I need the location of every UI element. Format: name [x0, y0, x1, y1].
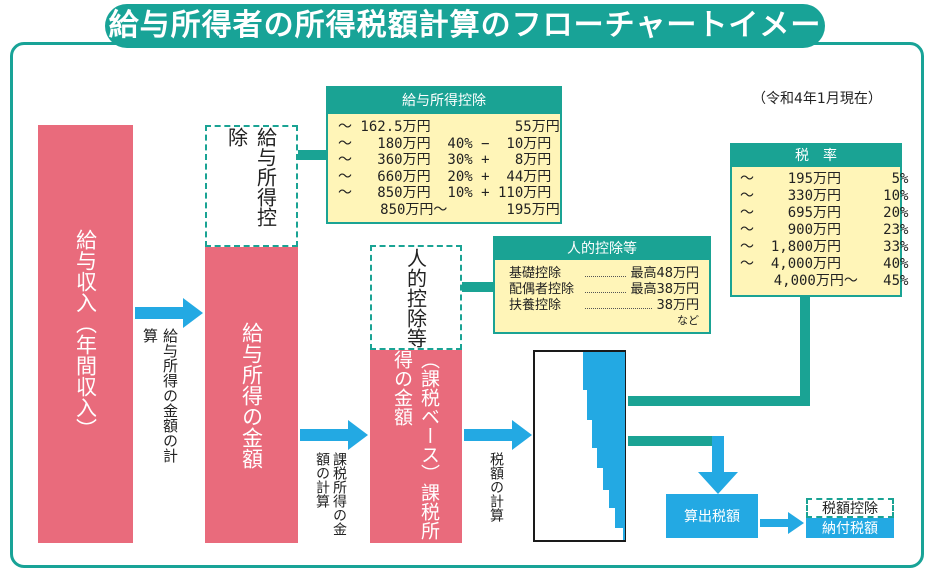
employment-deduction-text: 給与所得控除 — [224, 127, 278, 227]
tax-rate-row: 〜 4,000万円 40% — [740, 256, 909, 272]
employment-deduction-row: 〜 850万円 10% + 110万円 — [338, 185, 552, 202]
personal-deduction-table: 人的控除等 基礎控除 最高48万円 配偶者控除 最高38万円 扶養控除 38万円… — [493, 236, 711, 334]
calc-tax-caption: 税額の計算 — [488, 452, 504, 522]
employment-income-bar: 給与所得の金額 — [205, 247, 298, 543]
gross-income-text: 給与収入（年間収入） — [73, 229, 98, 439]
taxable-income-text: （課税ベース）課税所得の金額 — [391, 350, 440, 540]
gross-income-bar: 給与収入（年間収入） — [38, 125, 133, 543]
taxable-income-bar: （課税ベース）課税所得の金額 — [370, 350, 462, 543]
employment-deduction-row: 〜 360万円 30% + 8万円 — [338, 152, 552, 169]
personal-deduction-box: 人的控除等 — [370, 245, 462, 350]
employment-deduction-connector — [298, 150, 328, 160]
employment-deduction-row: 〜 180万円 40% − 10万円 — [338, 135, 552, 152]
tax-rate-table: 税 率 〜 195万円 5% 〜 330万円 10% 〜 695万円 20% 〜… — [730, 143, 909, 297]
tax-payable-box: 納付税額 — [806, 518, 894, 538]
tax-credit-box: 税額控除 — [806, 498, 894, 518]
personal-deduction-row: 扶養控除 38万円 — [509, 298, 699, 314]
tax-rate-row: 4,000万円〜 45% — [740, 273, 909, 289]
computed-tax-box: 算出税額 — [666, 494, 758, 538]
deduction-name: 扶養控除 — [509, 298, 562, 313]
deduction-amount: 38万円 — [656, 298, 699, 313]
employment-deduction-box: 給与所得控除 — [205, 125, 298, 247]
personal-deduction-text: 人的控除等 — [403, 247, 428, 348]
deduction-name: 配偶者控除 — [509, 282, 575, 297]
calc-income-caption: 給与所得の金額の計算 — [141, 328, 179, 463]
tax-rate-row: 〜 900万円 23% — [740, 222, 909, 238]
personal-deduction-row: 配偶者控除 最高38万円 — [509, 282, 699, 298]
computed-tax-connector — [628, 436, 716, 446]
deduction-amount: 最高38万円 — [630, 282, 699, 297]
calc-taxable-caption: 課税所得の金額の計算 — [314, 452, 347, 536]
employment-deduction-row: 〜 660万円 20% + 44万円 — [338, 168, 552, 185]
tax-rate-row: 〜 330万円 10% — [740, 188, 909, 204]
arrow-to-tax-calculation — [464, 420, 532, 450]
employment-income-text: 給与所得の金額 — [239, 321, 264, 469]
deduction-name: 基礎控除 — [509, 266, 562, 281]
arrow-to-employment-income — [135, 298, 203, 328]
personal-deduction-note: など — [677, 314, 699, 327]
deduction-amount: 最高48万円 — [630, 266, 699, 281]
progressive-tax-graphic — [533, 350, 626, 542]
diagram-title: 給与所得者の所得税額計算のフローチャートイメージ — [105, 4, 825, 87]
personal-deduction-connector — [462, 282, 496, 292]
arrow-down-to-computed-tax — [698, 436, 738, 494]
personal-deduction-table-title: 人的控除等 — [495, 238, 709, 260]
tax-rate-row: 〜 1,800万円 33% — [740, 239, 909, 255]
personal-deduction-row: 基礎控除 最高48万円 — [509, 266, 699, 282]
tax-rate-row: 〜 695万円 20% — [740, 205, 909, 221]
date-note: （令和4年1月現在） — [752, 91, 882, 107]
arrow-to-tax-payable — [760, 512, 804, 534]
tax-rate-table-title: 税 率 — [732, 145, 900, 167]
employment-deduction-table: 給与所得控除 〜 162.5万円 55万円 〜 180万円 40% − 10万円… — [326, 86, 562, 224]
tax-rate-connector-horizontal — [628, 396, 810, 406]
employment-deduction-row: 〜 162.5万円 55万円 — [338, 119, 560, 135]
arrow-to-taxable-income — [300, 420, 368, 450]
tax-rate-row: 〜 195万円 5% — [740, 171, 909, 187]
employment-deduction-row: 850万円〜 195万円 — [338, 201, 560, 218]
employment-deduction-table-title: 給与所得控除 — [328, 88, 560, 114]
tax-rate-connector-vertical — [800, 296, 810, 406]
